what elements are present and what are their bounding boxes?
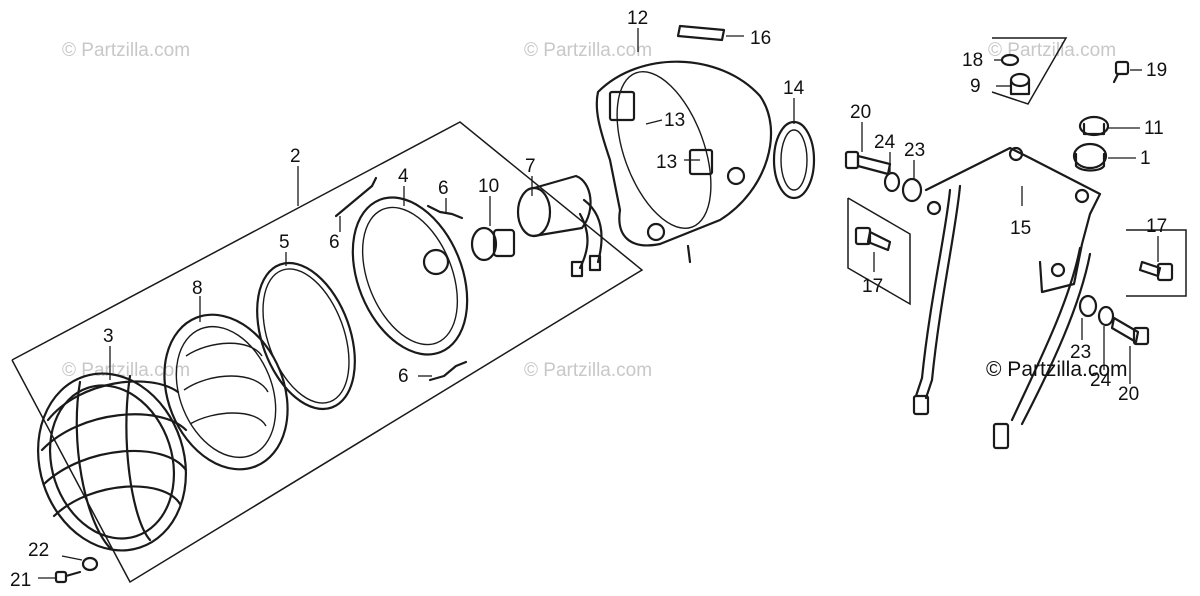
part-6-spring-lower[interactable]: [428, 360, 468, 382]
callout-12: 12: [627, 8, 648, 29]
callout-6-center: 6: [438, 178, 449, 199]
part-20-bolt-lower[interactable]: [1110, 316, 1150, 346]
callout-24-lower: 24: [1090, 370, 1112, 391]
callout-18: 18: [962, 50, 983, 71]
watermark-top-center: © Partzilla.com: [524, 40, 652, 61]
callout-8: 8: [192, 278, 203, 299]
callout-5: 5: [279, 232, 290, 253]
callout-2: 2: [290, 146, 301, 167]
part-23-washer-lower[interactable]: [1078, 294, 1098, 318]
callout-9: 9: [970, 76, 981, 97]
part-15-stay[interactable]: [912, 146, 1102, 450]
part-24-collar-upper[interactable]: [883, 171, 901, 193]
callout-15: 15: [1010, 218, 1031, 239]
callout-20-upper: 20: [850, 102, 871, 123]
part-17-bolt-left[interactable]: [854, 226, 892, 252]
part-17-group-right-outline: [1126, 229, 1187, 297]
callout-4: 4: [398, 166, 409, 187]
part-10-bulb[interactable]: [470, 226, 516, 262]
part-18-9-group-outline: [991, 37, 1068, 105]
part-22-nut[interactable]: [81, 556, 99, 572]
part-1-nut[interactable]: [1072, 142, 1108, 172]
callout-7: 7: [525, 156, 536, 177]
callout-20-lower: 20: [1118, 384, 1139, 405]
part-23-washer-upper[interactable]: [901, 177, 923, 203]
leader-13-a: [645, 119, 663, 125]
part-6-spring-upper-left[interactable]: [334, 176, 378, 218]
part-8-lens[interactable]: [142, 296, 309, 488]
part-9-collar[interactable]: [1009, 72, 1031, 96]
watermark-top-right: © Partzilla.com: [988, 40, 1116, 61]
callout-13-a: 13: [664, 110, 685, 131]
part-12-case[interactable]: [595, 59, 773, 264]
part-19-bolt[interactable]: [1112, 60, 1130, 84]
watermark-bottom-left: © Partzilla.com: [62, 360, 190, 381]
callout-22: 22: [28, 540, 49, 561]
callout-19: 19: [1146, 60, 1167, 81]
copyright-notice: © Partzilla.com: [986, 358, 1128, 381]
callout-13-b: 13: [656, 152, 677, 173]
callout-6-lower: 6: [398, 366, 409, 387]
callout-17-left: 17: [862, 276, 883, 297]
part-5-ring[interactable]: [239, 250, 374, 423]
part-17-bolt-right[interactable]: [1138, 260, 1174, 282]
part-16-label[interactable]: [676, 24, 726, 42]
part-14-grommet[interactable]: [772, 120, 816, 200]
assembly-group-outline: [11, 121, 644, 584]
callout-1: 1: [1140, 148, 1151, 169]
callout-10: 10: [478, 176, 499, 197]
callout-11: 11: [1144, 118, 1164, 139]
watermark-bottom-center: © Partzilla.com: [524, 360, 652, 381]
leader-22: [61, 555, 83, 561]
callout-3: 3: [103, 326, 114, 347]
callout-24-upper: 24: [874, 132, 896, 153]
part-7-socket[interactable]: [516, 174, 603, 278]
callout-16: 16: [750, 28, 771, 49]
callout-23-upper: 23: [904, 140, 925, 161]
part-24-collar-lower[interactable]: [1097, 305, 1115, 327]
part-4-reflector[interactable]: [331, 180, 489, 371]
part-11-cap[interactable]: [1078, 115, 1110, 137]
callout-23-lower: 23: [1070, 342, 1091, 363]
part-17-group-left-outline: [847, 197, 911, 306]
watermark-top-left: © Partzilla.com: [62, 40, 190, 61]
callout-21: 21: [10, 570, 31, 591]
part-21-screw[interactable]: [54, 570, 82, 584]
part-20-bolt-upper[interactable]: [844, 150, 892, 176]
callout-17-right: 17: [1146, 216, 1167, 237]
part-3-rim-guard[interactable]: [16, 354, 209, 570]
callout-14: 14: [783, 78, 805, 99]
callout-6-left: 6: [329, 232, 340, 253]
